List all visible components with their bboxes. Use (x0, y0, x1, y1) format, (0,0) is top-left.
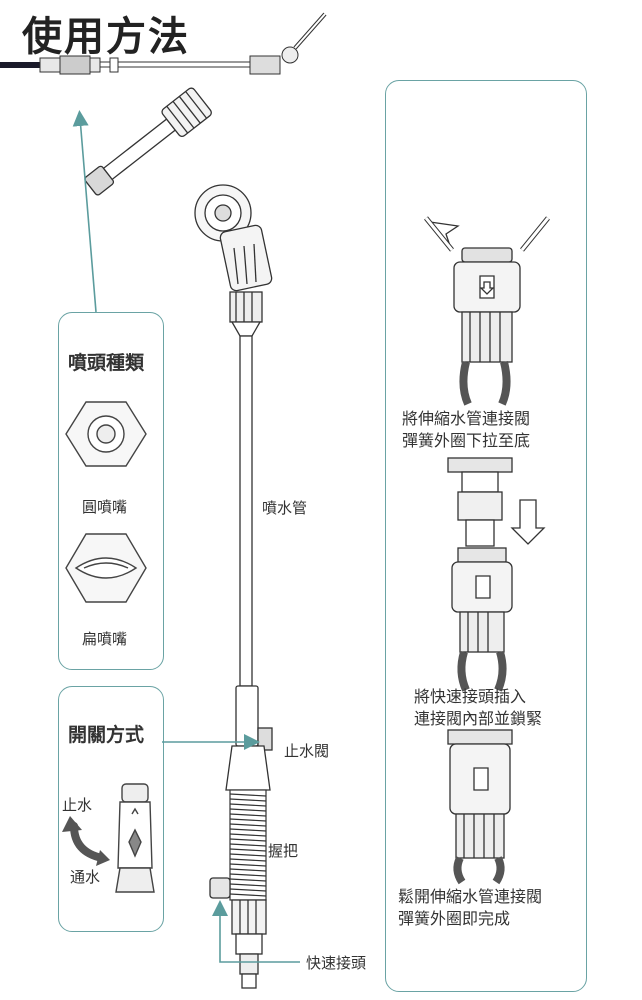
shutoff-valve (225, 685, 273, 791)
grip-spring (229, 789, 267, 901)
grip-label: 握把 (268, 842, 299, 860)
overview-wand (0, 12, 327, 75)
switch-handle-icon (115, 783, 155, 893)
page-title: 使用方法 (22, 14, 190, 60)
step2-line1: 將快速接頭插入 (414, 687, 527, 706)
connector-label: 快速接頭 (306, 954, 367, 972)
step1-line1: 將伸縮水管連接閥 (402, 409, 531, 428)
valve-label: 止水閥 (284, 742, 330, 760)
step2-text: 將快速接頭插入 連接閥內部並鎖緊 (414, 686, 542, 730)
stop-water-label: 止水 (62, 796, 93, 814)
step3-line2: 彈簧外圈即完成 (398, 909, 511, 928)
switch-direction-arrow (70, 822, 106, 862)
spray-nozzle-head (84, 87, 273, 337)
switch-mode-title: 開關方式 (68, 724, 145, 746)
round-nozzle-label: 圓噴嘴 (82, 498, 128, 516)
flat-nozzle-icon (65, 533, 147, 603)
flat-nozzle-label: 扁噴嘴 (82, 630, 128, 648)
nozzle-types-title: 噴頭種類 (68, 352, 145, 374)
step1-illustration (424, 216, 550, 406)
step2-line2: 連接閥內部並鎖緊 (414, 709, 543, 728)
step3-line1: 鬆開伸縮水管連接閥 (398, 887, 543, 906)
step3-text: 鬆開伸縮水管連接閥 彈簧外圈即完成 (398, 886, 542, 930)
step2-illustration (447, 457, 546, 692)
nozzle-types-panel (58, 312, 164, 670)
step3-illustration (447, 729, 513, 885)
tube-label: 噴水管 (262, 499, 308, 517)
flow-water-label: 通水 (70, 868, 101, 886)
round-nozzle-icon (65, 401, 147, 467)
quick-connector (209, 877, 267, 989)
step1-line2: 彈簧外圈下拉至底 (402, 431, 531, 450)
step1-text: 將伸縮水管連接閥 彈簧外圈下拉至底 (402, 408, 530, 452)
spray-tube (239, 335, 253, 687)
annotation-arrows (72, 110, 300, 963)
